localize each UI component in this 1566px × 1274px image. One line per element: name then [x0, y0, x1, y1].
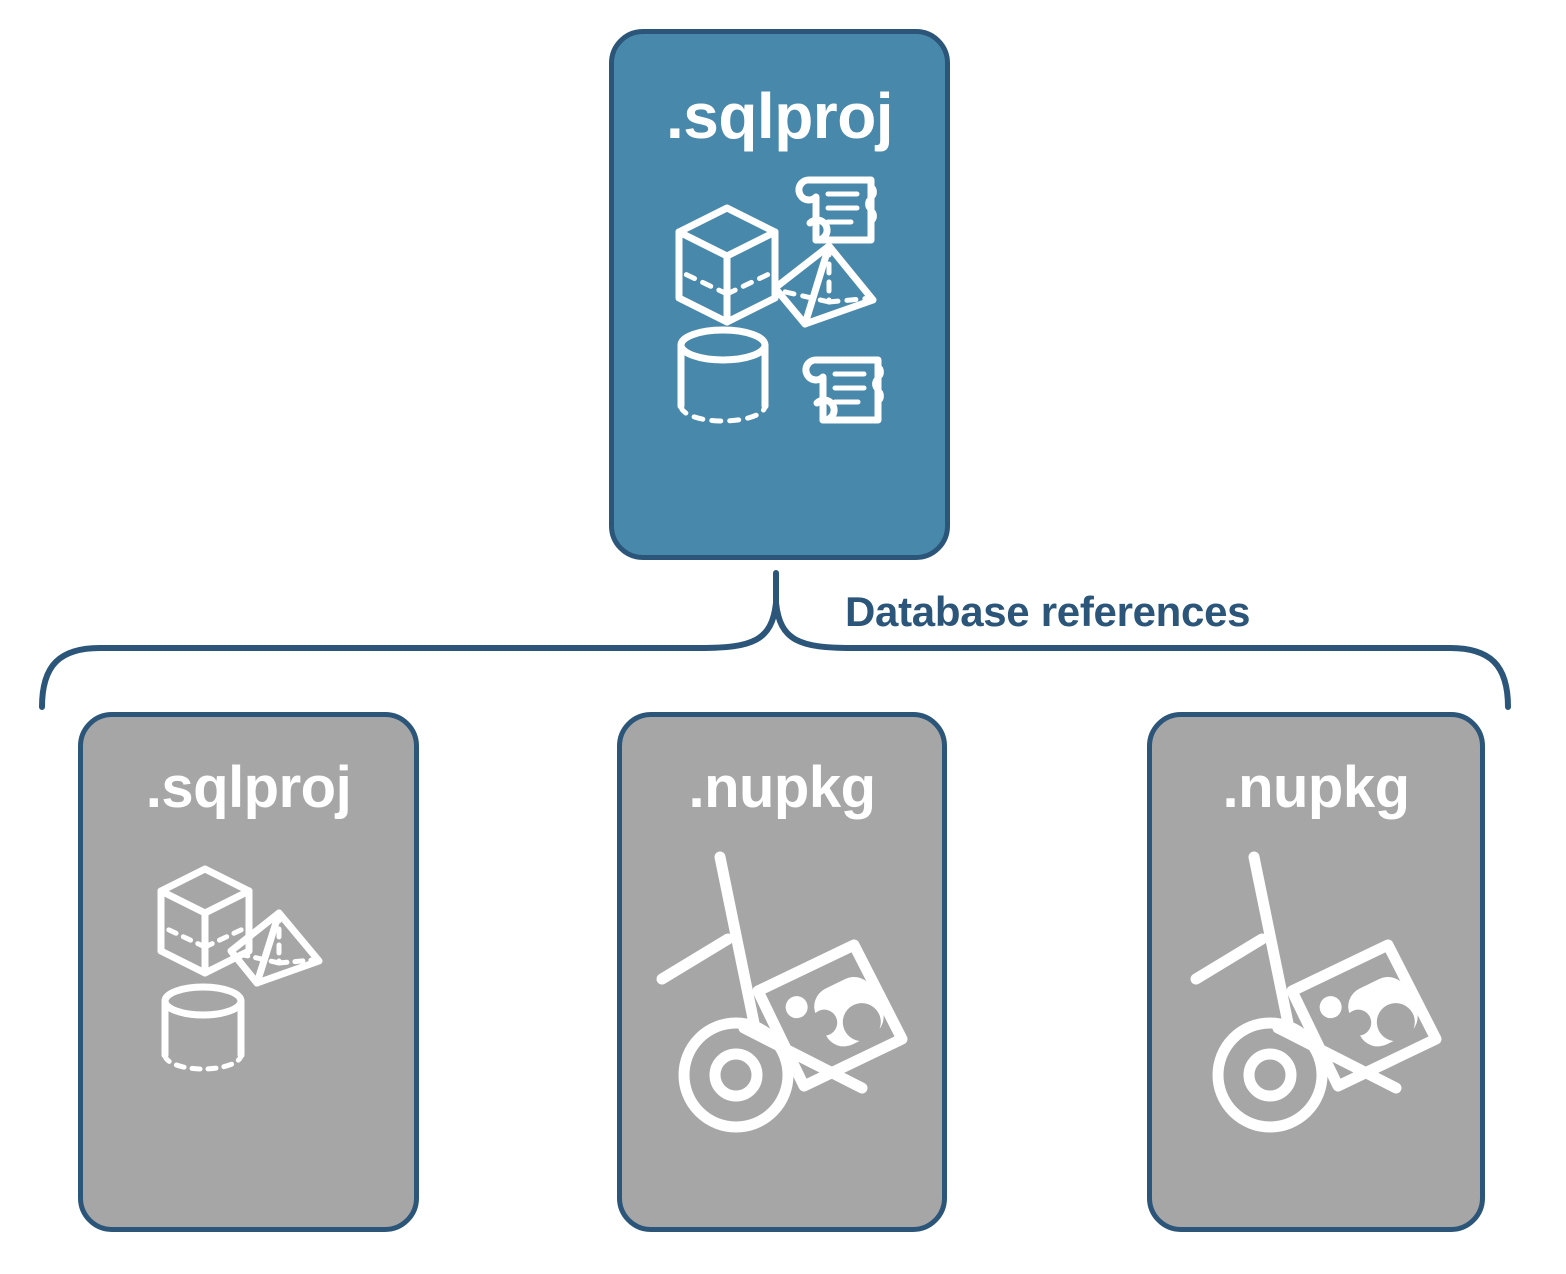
pyramid-icon — [771, 242, 876, 328]
cube-icon — [157, 865, 252, 977]
database-references-bracket — [0, 555, 1566, 735]
nuget-package-icon — [1286, 939, 1442, 1092]
cylinder-icon — [161, 983, 244, 1072]
root-icon-group — [665, 170, 895, 440]
node-reference-nupkg-2[interactable]: .nupkg — [1147, 712, 1485, 1232]
node-reference-sqlproj[interactable]: .sqlproj — [78, 712, 419, 1232]
reference-icon-group — [1186, 843, 1446, 1143]
scroll-icon — [801, 356, 884, 424]
nuget-logo-icon — [785, 976, 884, 1047]
node-root-sqlproj[interactable]: .sqlproj — [609, 29, 950, 560]
node-reference-label: .nupkg — [1222, 755, 1410, 820]
node-reference-nupkg-1[interactable]: .nupkg — [617, 712, 947, 1232]
pyramid-icon — [227, 909, 322, 987]
reference-icon-group — [149, 843, 349, 1073]
cylinder-icon — [677, 326, 768, 424]
hand-truck-icon — [656, 851, 868, 1133]
node-reference-label: .nupkg — [688, 755, 876, 820]
connector-label: Database references — [845, 588, 1251, 635]
nuget-package-icon — [752, 939, 908, 1092]
scroll-icon — [794, 176, 877, 244]
cube-icon — [675, 204, 778, 326]
nuget-logo-icon — [1319, 976, 1418, 1047]
reference-icon-group — [652, 843, 912, 1143]
hand-truck-icon — [1190, 851, 1402, 1133]
node-reference-label: .sqlproj — [145, 755, 352, 820]
node-root-label: .sqlproj — [665, 80, 894, 152]
